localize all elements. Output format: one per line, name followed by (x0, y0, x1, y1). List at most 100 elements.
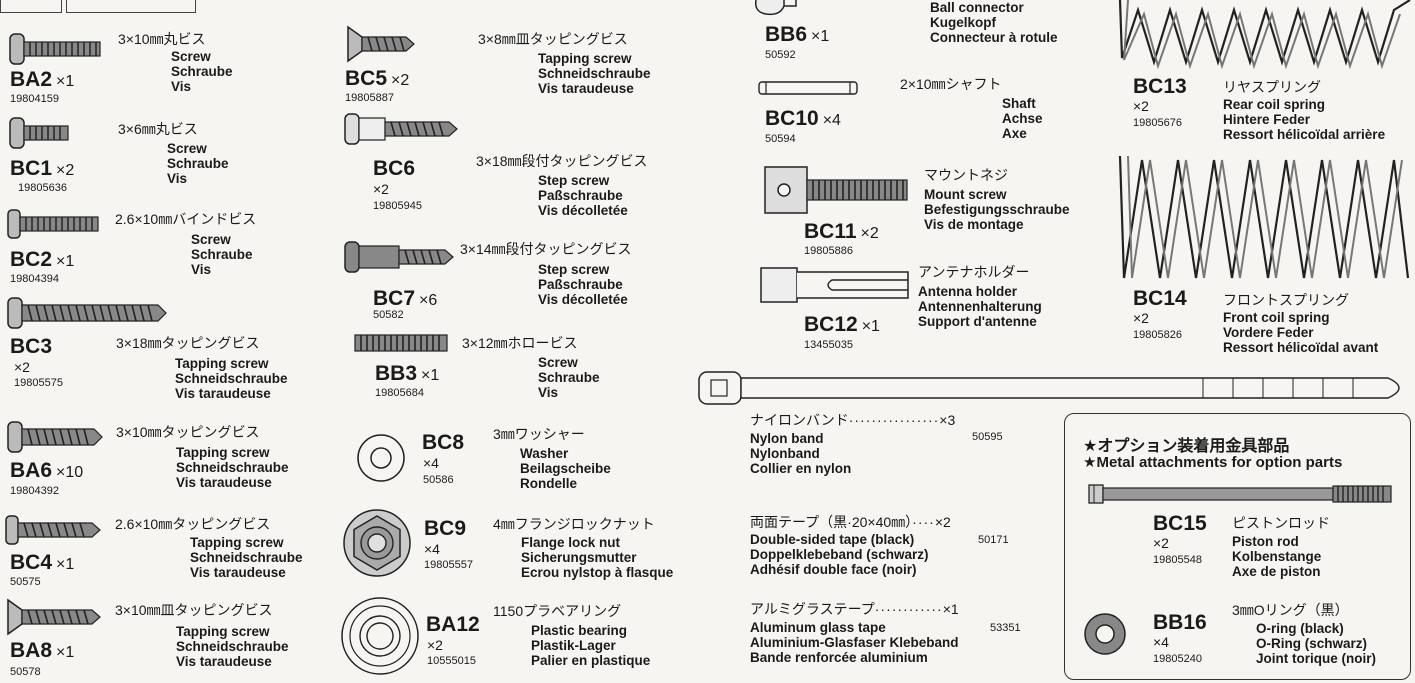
part-code: BA8×1 (10, 639, 75, 662)
part-jp-name: 3×18㎜タッピングビス (116, 335, 260, 351)
part-number: 50575 (10, 576, 41, 588)
part-code: BB3×1 (375, 362, 440, 385)
part-code: BC7×6 (373, 287, 438, 310)
part-code: BA6×10 (10, 459, 84, 482)
part-jp-name: アンテナホルダー (918, 264, 1030, 280)
part-code: BA2×1 (10, 68, 75, 91)
part-number: 19805636 (18, 182, 67, 194)
part-number: 19804394 (10, 273, 59, 285)
part-code: BC6 (373, 157, 416, 180)
part-number: 50586 (423, 474, 454, 486)
part-jp-name: 3㎜ワッシャー (493, 426, 585, 442)
part-jp-name: 3×10㎜丸ビス (118, 31, 206, 47)
tapping-screw-icon (5, 515, 101, 545)
part-number: 50594 (765, 133, 796, 145)
part-jp-name: 3㎜Oリング（黒） (1232, 602, 1349, 618)
part-code: BC11×2 (804, 220, 879, 243)
o-ring-icon (1084, 613, 1126, 655)
part-code: BC12×1 (804, 313, 880, 336)
plastic-bearing-icon (341, 597, 419, 675)
part-number: 13455035 (804, 339, 853, 351)
flange-lock-nut-icon (343, 509, 411, 577)
pan-head-screw-icon (9, 117, 69, 149)
part-quantity: ×4 (424, 541, 440, 557)
part-code: BC13 (1133, 75, 1187, 98)
part-number: 10555015 (427, 655, 476, 667)
part-jp-name: 2×10㎜シャフト (900, 76, 1002, 92)
part-code: BC10×4 (765, 107, 841, 130)
part-number: 19805684 (375, 387, 424, 399)
part-number: 19805826 (1133, 329, 1182, 341)
shaft-icon (758, 81, 858, 95)
binding-screw-icon (7, 209, 99, 239)
part-quantity: ×4 (423, 455, 439, 471)
part-code: BC5×2 (345, 67, 410, 90)
part-jp-name: 3×10㎜タッピングビス (116, 424, 260, 440)
tapping-screw-icon (7, 297, 167, 329)
part-jp-name: フロントスプリング (1223, 292, 1349, 308)
washer-icon (357, 434, 405, 482)
part-quantity: ×2 (427, 637, 443, 653)
part-number: 19804159 (10, 93, 59, 105)
front-coil-spring-icon (1118, 155, 1410, 279)
antenna-holder-icon (760, 267, 909, 303)
part-code: BC14 (1133, 287, 1187, 310)
part-code: BC1×2 (10, 157, 75, 180)
part-jp-name: 2.6×10㎜バインドビス (115, 211, 257, 227)
mount-screw-icon (764, 166, 908, 214)
part-jp-name: 4㎜フランジロックナット (493, 516, 655, 532)
part-code: BC2×1 (10, 248, 75, 271)
option-box-title-en: ★Metal attachments for option parts (1083, 454, 1343, 471)
part-code: BC15 (1153, 512, 1207, 535)
part-translations: Double-sided tape (black)Doppelklebeband… (750, 532, 929, 577)
part-jp-name: 3×18㎜段付タッピングビス (476, 153, 648, 169)
part-code: BB6×1 (765, 23, 830, 46)
part-number: 19805575 (14, 377, 63, 389)
part-quantity: ×2 (1133, 98, 1149, 114)
rear-coil-spring-icon (1118, 0, 1411, 70)
header-box-fragment (0, 0, 62, 13)
countersunk-tapping-screw-icon (347, 25, 415, 63)
part-jp-name: ピストンロッド (1232, 515, 1330, 531)
part-jp-name: 3×12㎜ホロービス (462, 335, 578, 351)
part-jp-name: 3×6㎜丸ビス (118, 121, 198, 137)
part-number: 19804392 (10, 485, 59, 497)
countersunk-tapping-screw-icon (7, 598, 101, 636)
part-quantity: ×2 (373, 181, 389, 197)
part-jp-name: 2.6×10㎜タッピングビス (115, 516, 271, 532)
nylon-band-header: ナイロンバンド················×3 (750, 412, 956, 428)
part-code: BC4×1 (10, 551, 75, 574)
part-code: BC3 (10, 335, 53, 358)
step-screw-icon (344, 241, 454, 273)
part-quantity: ×2 (14, 359, 30, 375)
piston-rod-icon (1088, 484, 1392, 504)
part-jp-name: 3×8㎜皿タッピングビス (478, 31, 628, 47)
part-code: BA12 (426, 613, 480, 636)
part-jp-name: マウントネジ (924, 167, 1008, 183)
part-code: BC8 (422, 431, 465, 454)
hollow-screw-icon (354, 334, 448, 352)
aluminum-tape-header: アルミグラステープ············×1 (750, 601, 959, 617)
part-number: 19805887 (345, 92, 394, 104)
part-quantity: ×2 (1153, 535, 1169, 551)
part-translations: O-ring (black)O-Ring (schwarz)Joint tori… (1256, 621, 1376, 666)
tapping-screw-icon (7, 421, 103, 453)
part-number: 19805676 (1133, 117, 1182, 129)
part-number: 19805557 (424, 559, 473, 571)
